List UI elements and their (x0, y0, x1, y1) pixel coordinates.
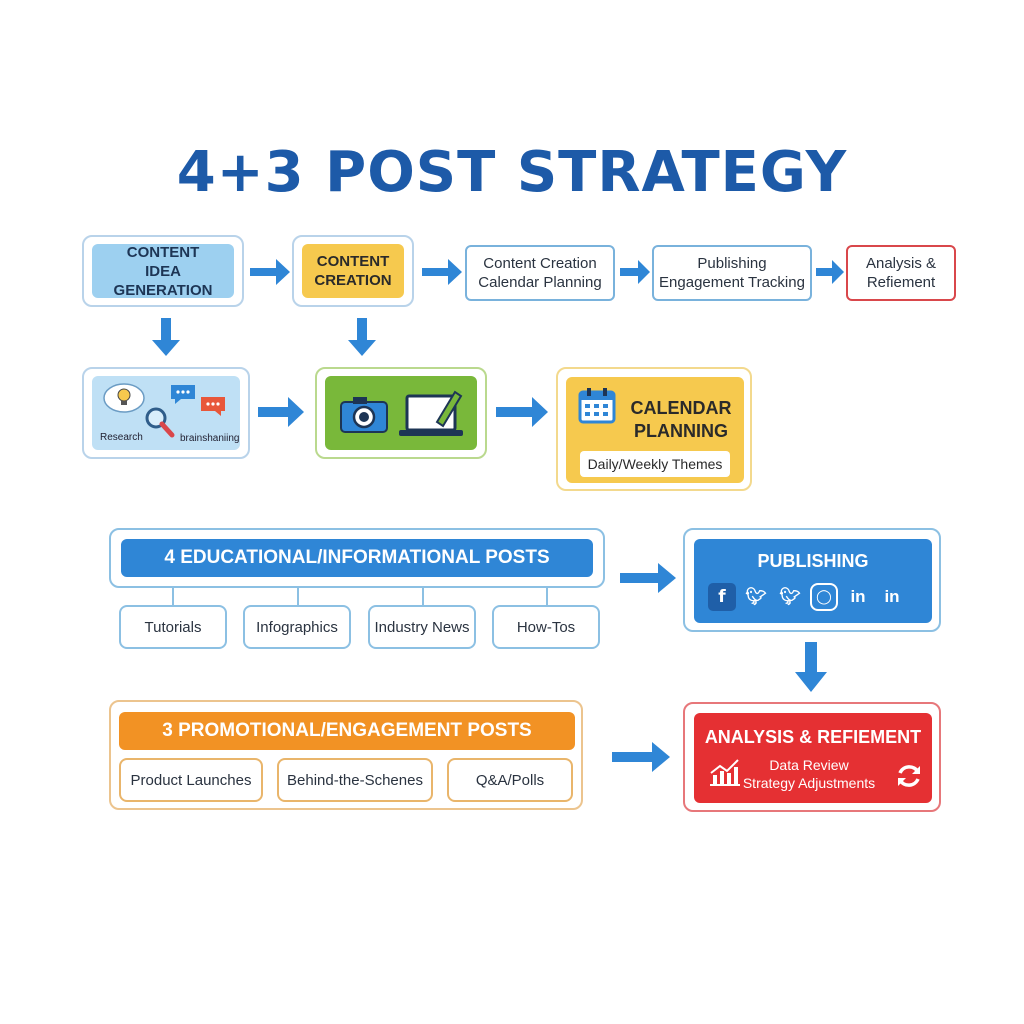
creation-panel-inner (325, 376, 477, 450)
promotional-item[interactable]: Product Launches (119, 758, 263, 802)
chart-trend-icon (710, 759, 740, 786)
diagram-title: 4+3 POST STRATEGY (176, 140, 848, 205)
twitter-icon[interactable]: 🐦︎ (745, 587, 767, 607)
educational-header: 4 EDUCATIONAL/INFORMATIONAL POSTS (121, 539, 593, 577)
educational-header-frame: 4 EDUCATIONAL/INFORMATIONAL POSTS (109, 528, 605, 588)
publishing-title: PUBLISHING (757, 551, 869, 571)
chat-bubble-icon (201, 397, 225, 416)
facebook-icon[interactable]: f (708, 583, 736, 611)
calendar-title: CALENDAR PLANNING (630, 398, 732, 441)
arrow-right-icon (258, 397, 304, 427)
arrow-right-icon (620, 260, 650, 284)
educational-item[interactable]: Infographics (243, 605, 351, 649)
step-analysis-refinement-label: Analysis & Refiement (865, 255, 937, 291)
research-label: Research (100, 432, 143, 443)
calendar-panel-inner: CALENDAR PLANNING Daily/Weekly Themes (566, 377, 744, 483)
analysis-line2: Strategy Adjustments (742, 775, 876, 791)
publishing-box[interactable]: PUBLISHING f 🐦︎ 🐦︎ ◯ in in (694, 539, 932, 623)
step-publishing-tracking[interactable]: Publishing Engagement Tracking (652, 245, 812, 301)
step-calendar-planning[interactable]: Content Creation Calendar Planning (465, 245, 615, 301)
promotional-item[interactable]: Behind-the-Schenes (277, 758, 433, 802)
laptop-pen-icon (399, 390, 463, 436)
instagram-icon[interactable]: ◯ (810, 583, 838, 611)
step-content-creation[interactable]: CONTENT CREATION (302, 244, 404, 298)
linkedin-icon[interactable]: in (850, 587, 866, 606)
promotional-item[interactable]: Q&A/Polls (447, 758, 573, 802)
calendar-panel: CALENDAR PLANNING Daily/Weekly Themes (556, 367, 752, 491)
step-analysis-refinement[interactable]: Analysis & Refiement (846, 245, 956, 301)
twitter-icon[interactable]: 🐦︎ (779, 587, 801, 607)
arrow-down-icon (795, 642, 827, 692)
arrow-right-icon (612, 742, 670, 772)
arrow-right-icon (250, 259, 290, 285)
lightbulb-thought-icon (103, 383, 145, 413)
publishing-frame: PUBLISHING f 🐦︎ 🐦︎ ◯ in in (683, 528, 941, 632)
promotional-header: 3 PROMOTIONAL/ENGAGEMENT POSTS (119, 712, 575, 750)
social-icons: f 🐦︎ 🐦︎ ◯ in in (708, 583, 920, 613)
creation-panel (315, 367, 487, 459)
chat-bubble-icon (171, 385, 195, 404)
step-publishing-tracking-label: Publishing Engagement Tracking (659, 255, 805, 291)
educational-connectors (172, 588, 548, 606)
linkedin-icon[interactable]: in (884, 587, 900, 606)
camera-icon (340, 397, 388, 433)
educational-item[interactable]: Industry News (368, 605, 476, 649)
step-content-idea-label: CONTENT IDEA GENERATION (113, 243, 213, 299)
step-content-idea-frame: CONTENT IDEA GENERATION (82, 235, 244, 307)
ideas-panel-inner: Research brainshaniing (92, 376, 240, 450)
step-content-creation-frame: CONTENT CREATION (292, 235, 414, 307)
step-content-idea[interactable]: CONTENT IDEA GENERATION (92, 243, 234, 299)
analysis-frame: ANALYSIS & REFIEMENT Data Review Strateg… (683, 702, 941, 812)
brainstorming-label: brainshaniing (180, 433, 240, 444)
calendar-icon (578, 388, 616, 424)
educational-item[interactable]: How-Tos (492, 605, 600, 649)
arrow-right-icon (620, 563, 676, 593)
arrow-right-icon (422, 259, 462, 285)
arrow-down-icon (348, 318, 376, 356)
ideas-panel: Research brainshaniing (82, 367, 250, 459)
arrow-down-icon (152, 318, 180, 356)
educational-item[interactable]: Tutorials (119, 605, 227, 649)
step-content-creation-label: CONTENT CREATION (314, 253, 392, 289)
arrow-right-icon (496, 397, 548, 427)
refresh-icon (898, 765, 920, 787)
arrow-right-icon (816, 260, 844, 284)
daily-weekly-themes[interactable]: Daily/Weekly Themes (580, 451, 730, 477)
magnifier-icon (145, 407, 175, 438)
analysis-title: ANALYSIS & REFIEMENT (704, 727, 922, 747)
analysis-box[interactable]: ANALYSIS & REFIEMENT Data Review Strateg… (694, 713, 932, 803)
step-calendar-planning-label: Content Creation Calendar Planning (478, 255, 602, 291)
analysis-line1: Data Review (769, 757, 849, 773)
